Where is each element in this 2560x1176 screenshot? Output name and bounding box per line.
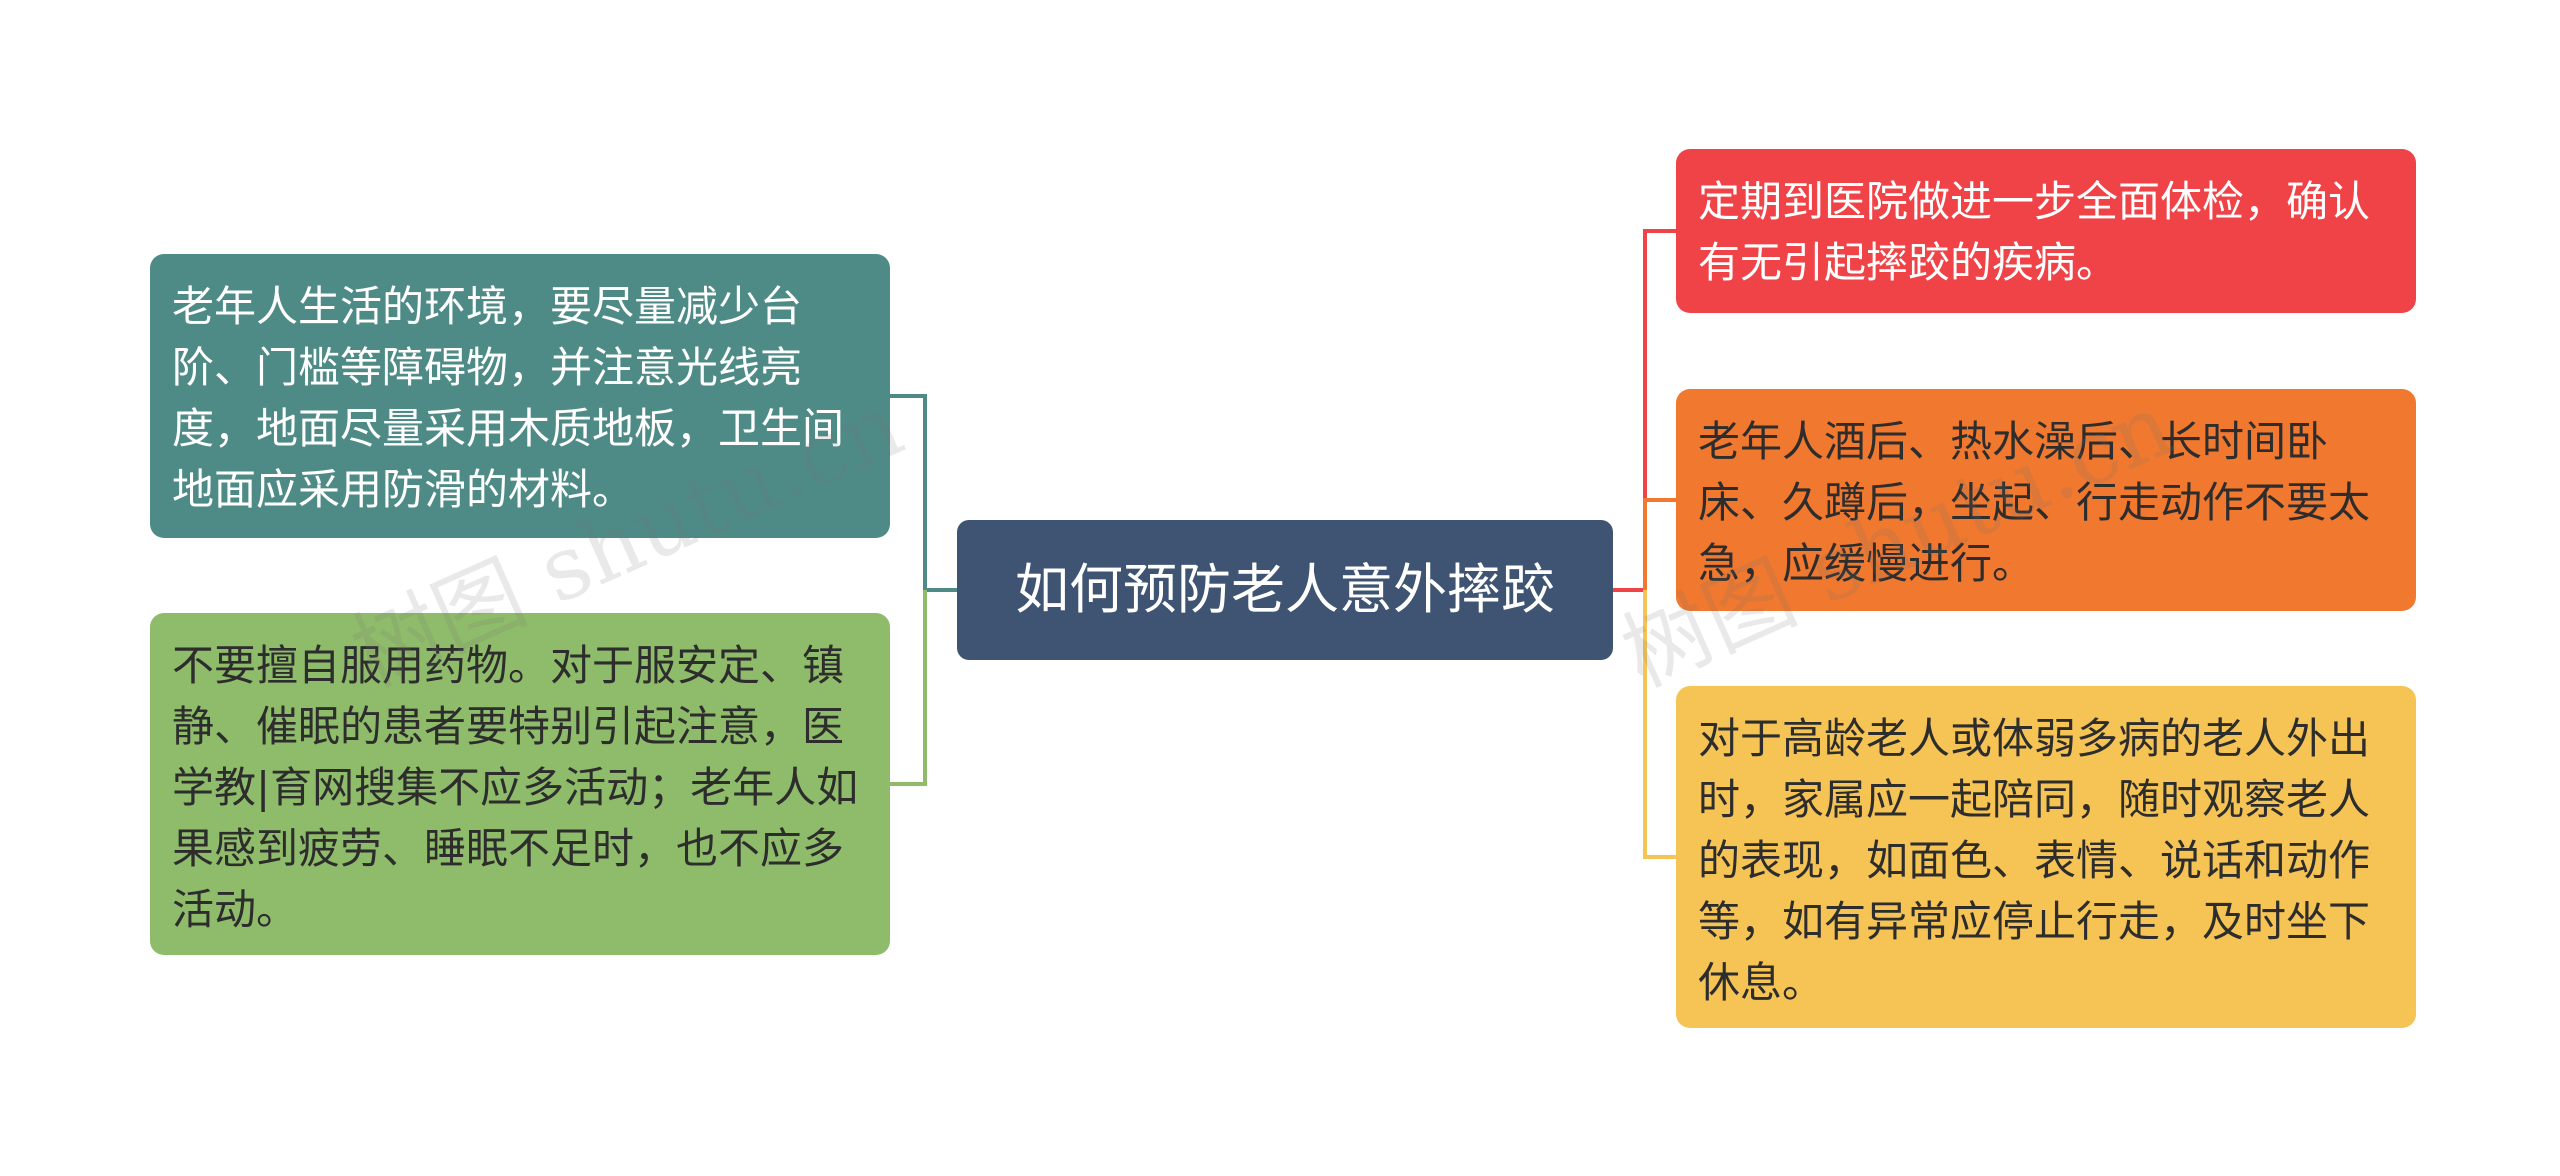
topic-text: 定期到医院做进一步全面体检，确认有无引起摔跤的疾病。 [1698,177,2371,287]
topic-text: 老年人酒后、热水澡后、长时间卧床、久蹲后，坐起、行走动作不要太急，应缓慢进行。 [1698,417,2371,588]
topic-slow-movement[interactable]: 老年人酒后、热水澡后、长时间卧床、久蹲后，坐起、行走动作不要太急，应缓慢进行。 [1676,389,2416,611]
topic-text: 对于高龄老人或体弱多病的老人外出时，家属应一起陪同，随时观察老人的表现，如面色、… [1698,714,2371,1007]
topic-accompany[interactable]: 对于高龄老人或体弱多病的老人外出时，家属应一起陪同，随时观察老人的表现，如面色、… [1676,686,2416,1028]
connector-right-3 [1643,590,1676,859]
connector-left-1 [890,394,957,592]
connector-right-1 [1613,229,1676,592]
connector-right-2 [1643,498,1676,590]
topic-text: 老年人生活的环境，要尽量减少台阶、门槛等障碍物，并注意光线亮度，地面尽量采用木质… [172,282,845,514]
central-topic[interactable]: 如何预防老人意外摔跤 [957,520,1613,660]
topic-text: 不要擅自服用药物。对于服安定、镇静、催眠的患者要特别引起注意，医学教|育网搜集不… [172,641,859,934]
topic-checkup[interactable]: 定期到医院做进一步全面体检，确认有无引起摔跤的疾病。 [1676,149,2416,313]
topic-medication[interactable]: 不要擅自服用药物。对于服安定、镇静、催眠的患者要特别引起注意，医学教|育网搜集不… [150,613,890,955]
central-topic-label: 如何预防老人意外摔跤 [1015,558,1555,621]
connector-left-2 [890,590,927,786]
topic-environment[interactable]: 老年人生活的环境，要尽量减少台阶、门槛等障碍物，并注意光线亮度，地面尽量采用木质… [150,254,890,538]
